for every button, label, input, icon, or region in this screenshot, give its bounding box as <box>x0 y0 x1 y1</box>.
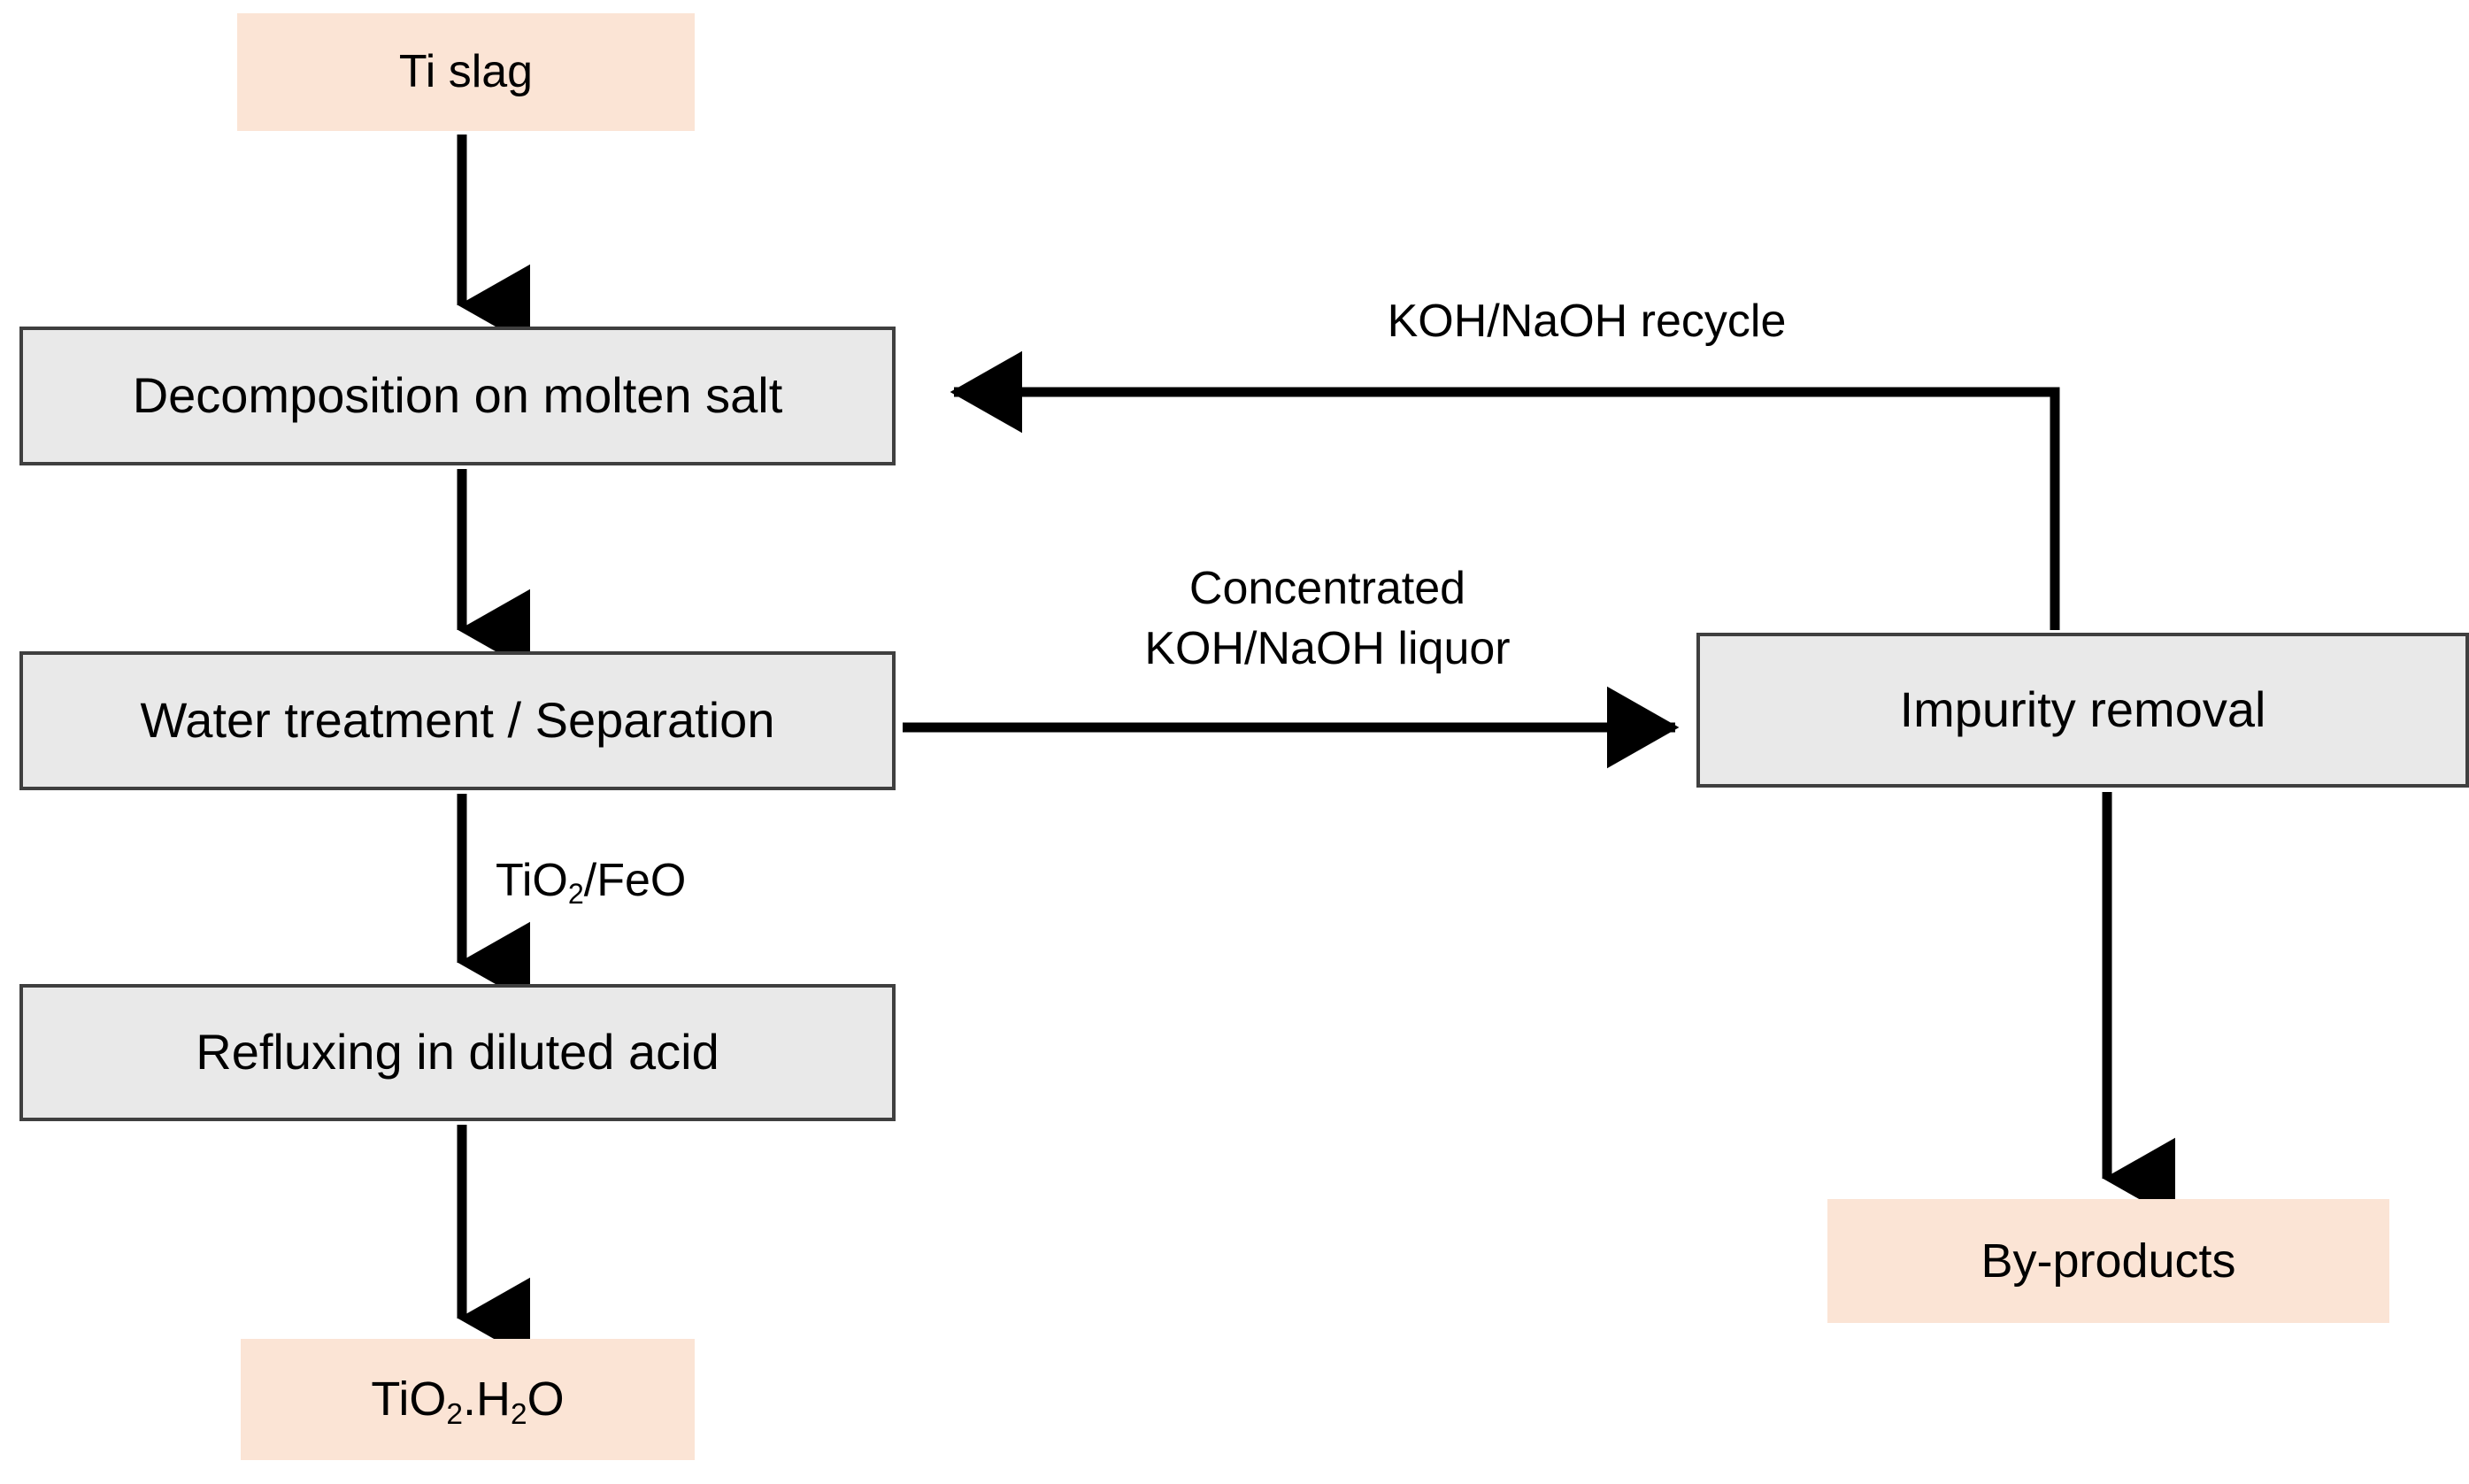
node-ti-slag-label: Ti slag <box>398 45 534 97</box>
edge-label-tio2-feo: TiO2/FeO <box>496 851 779 911</box>
node-water-treatment-separation[interactable]: Water treatment / Separation <box>19 651 896 790</box>
node-impurity-removal-label: Impurity removal <box>1899 681 2266 738</box>
node-impurity-removal[interactable]: Impurity removal <box>1696 633 2469 788</box>
node-decomposition-on-molten-salt[interactable]: Decomposition on molten salt <box>19 327 896 465</box>
node-by-products-label: By-products <box>1981 1234 2236 1288</box>
edge-label-koh-naoh-recycle: KOH/NaOH recycle <box>1286 292 1888 352</box>
node-ti-slag[interactable]: Ti slag <box>237 13 695 131</box>
node-water-treatment-label: Water treatment / Separation <box>140 692 775 749</box>
edge-label-koh-naoh-recycle-text: KOH/NaOH recycle <box>1387 296 1787 347</box>
node-refluxing-in-diluted-acid[interactable]: Refluxing in diluted acid <box>19 984 896 1121</box>
edge-label-concentrated-line-1: Concentrated <box>1188 563 1466 614</box>
edge-label-concentrated-liquor: Concentrated KOH/NaOH liquor <box>1044 559 1611 679</box>
node-refluxing-label: Refluxing in diluted acid <box>196 1024 719 1080</box>
node-by-products[interactable]: By-products <box>1827 1199 2389 1323</box>
edge-label-concentrated-line-2: KOH/NaOH liquor <box>1144 622 1511 674</box>
node-tio2-h2o[interactable]: TiO2.H2O <box>241 1339 695 1460</box>
edge-label-tio2-feo-text: TiO2/FeO <box>496 855 687 911</box>
node-decomposition-label: Decomposition on molten salt <box>132 367 783 424</box>
node-tio2-h2o-label: TiO2.H2O <box>371 1373 565 1431</box>
